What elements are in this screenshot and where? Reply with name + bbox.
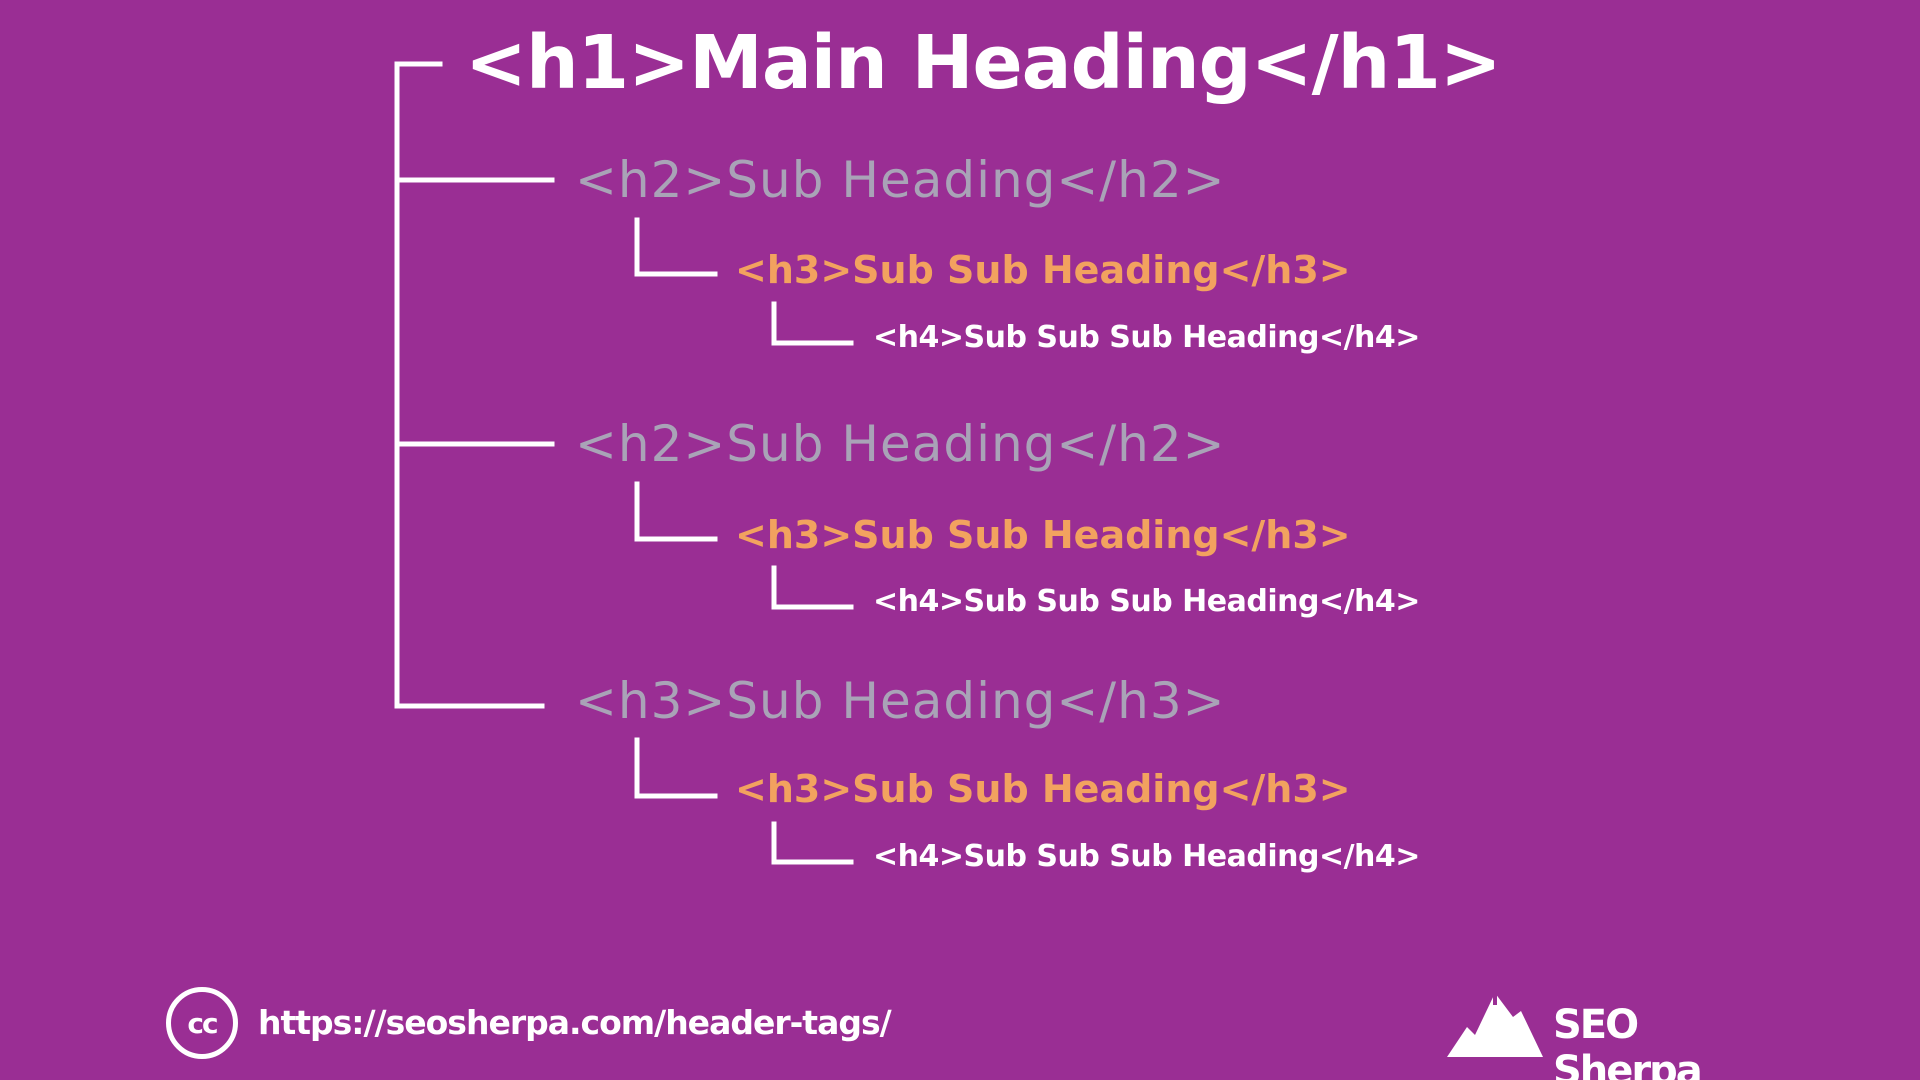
h4-connector-3 bbox=[771, 821, 854, 865]
h3-sub-heading: <h3>Sub Heading</h3> bbox=[575, 672, 1226, 730]
mountain-icon bbox=[1447, 977, 1543, 1057]
source-url[interactable]: https://seosherpa.com/header-tags/ bbox=[258, 1003, 892, 1042]
h3-sub-sub-heading: <h3>Sub Sub Heading</h3> bbox=[735, 248, 1351, 292]
h3-sub-sub-heading: <h3>Sub Sub Heading</h3> bbox=[735, 513, 1351, 557]
trunk-connector bbox=[394, 61, 443, 709]
h4-connector-2 bbox=[771, 565, 854, 610]
brand-name: SEO Sherpa bbox=[1553, 1002, 1703, 1080]
h3-connector-2 bbox=[634, 481, 718, 542]
h4-connector-1 bbox=[771, 301, 854, 346]
h4-sub-sub-sub-heading: <h4>Sub Sub Sub Heading</h4> bbox=[873, 839, 1420, 874]
h4-sub-sub-sub-heading: <h4>Sub Sub Sub Heading</h4> bbox=[873, 584, 1420, 619]
h2-sub-heading: <h2>Sub Heading</h2> bbox=[575, 151, 1226, 209]
h3-connector-3 bbox=[634, 737, 718, 799]
h1-main-heading: <h1>Main Heading</h1> bbox=[465, 20, 1502, 106]
h3-connector-1 bbox=[634, 217, 718, 277]
creative-commons-icon: cc bbox=[166, 987, 238, 1059]
h4-sub-sub-sub-heading: <h4>Sub Sub Sub Heading</h4> bbox=[873, 320, 1420, 355]
h2-sub-heading: <h2>Sub Heading</h2> bbox=[575, 415, 1226, 473]
seo-sherpa-logo: SEO Sherpa bbox=[1445, 977, 1765, 1080]
h3-sub-sub-heading: <h3>Sub Sub Heading</h3> bbox=[735, 767, 1351, 811]
